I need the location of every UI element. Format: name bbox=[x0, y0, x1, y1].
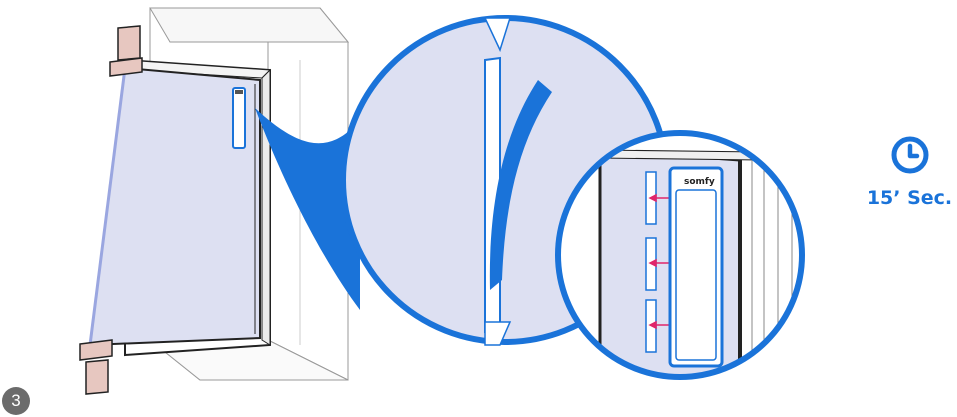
detail-circle: somfy bbox=[555, 130, 805, 380]
hinge-top bbox=[109, 25, 143, 77]
sensor-icon bbox=[232, 87, 246, 149]
clock-icon bbox=[891, 136, 928, 174]
hinge-bottom bbox=[79, 339, 113, 395]
step-number-badge: 3 bbox=[2, 387, 30, 415]
sensor-body bbox=[668, 166, 724, 368]
timer-annotation: 15’ Sec. bbox=[862, 135, 957, 209]
somfy-logo: somfy bbox=[684, 177, 715, 187]
zoom-connector bbox=[255, 108, 360, 310]
timer-label: 15’ Sec. bbox=[866, 187, 953, 209]
window-sash bbox=[88, 66, 261, 347]
sash-edge-curve bbox=[489, 80, 552, 290]
